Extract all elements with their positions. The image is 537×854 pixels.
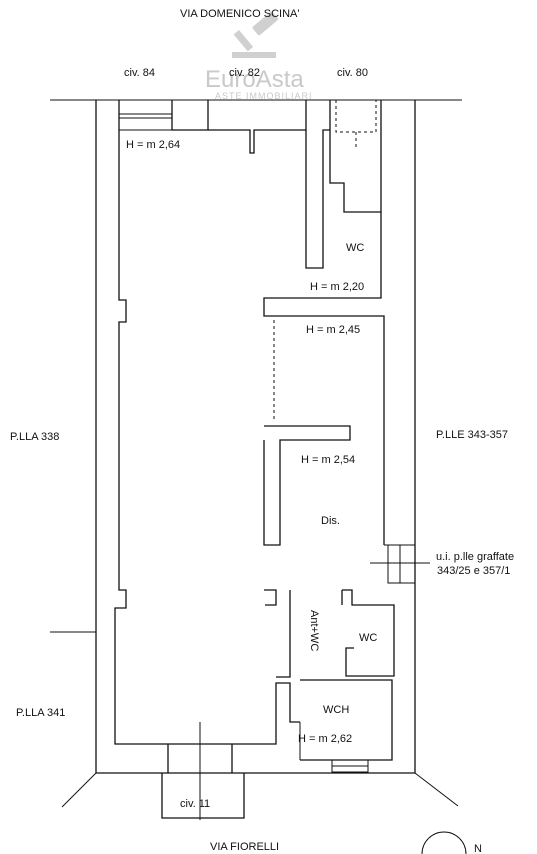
room-label-ant-wc: Ant+WC: [308, 610, 320, 651]
watermark-brand: EuroAsta: [205, 66, 304, 93]
room-label-dis: Dis.: [321, 515, 340, 527]
walls: [50, 99, 462, 820]
neighbour-left-upper-label: P.LLA 338: [10, 431, 59, 443]
room-label-wch: WCH: [323, 704, 349, 716]
watermark-tagline: ASTE IMMOBILIARI: [215, 91, 313, 101]
neighbour-right-label: P.LLE 343-357: [436, 429, 508, 441]
room-label-wc-bottom: WC: [359, 632, 377, 644]
entrance-civ-80-label: civ. 80: [337, 67, 368, 79]
watermark: EuroAsta ASTE IMMOBILIARI: [205, 11, 313, 101]
height-label-main-room: H = m 2,64: [126, 139, 180, 151]
compass-circle: [421, 831, 467, 854]
street-top-label: VIA DOMENICO SCINA': [180, 8, 299, 20]
entrance-civ-11-label: civ. 11: [180, 798, 210, 810]
entrance-civ-84-label: civ. 84: [124, 67, 155, 79]
annotation-line-1: u.i. p.lle graffate: [436, 551, 514, 563]
annotation-line-2: 343/25 e 357/1: [437, 565, 510, 577]
neighbour-left-lower-label: P.LLA 341: [16, 707, 65, 719]
gavel-icon: [232, 11, 278, 58]
height-label-middle: H = m 2,45: [306, 324, 360, 336]
room-label-wc-top: WC: [346, 242, 364, 254]
compass-north-label: N: [474, 843, 482, 854]
height-label-wch: H = m 2,62: [298, 733, 352, 745]
height-label-wc-top: H = m 2,20: [310, 281, 364, 293]
street-bottom-label: VIA FIORELLI: [210, 841, 279, 853]
height-label-dis: H = m 2,54: [301, 454, 355, 466]
entrance-civ-82-label: civ. 82: [229, 67, 260, 79]
compass: N: [421, 831, 482, 854]
